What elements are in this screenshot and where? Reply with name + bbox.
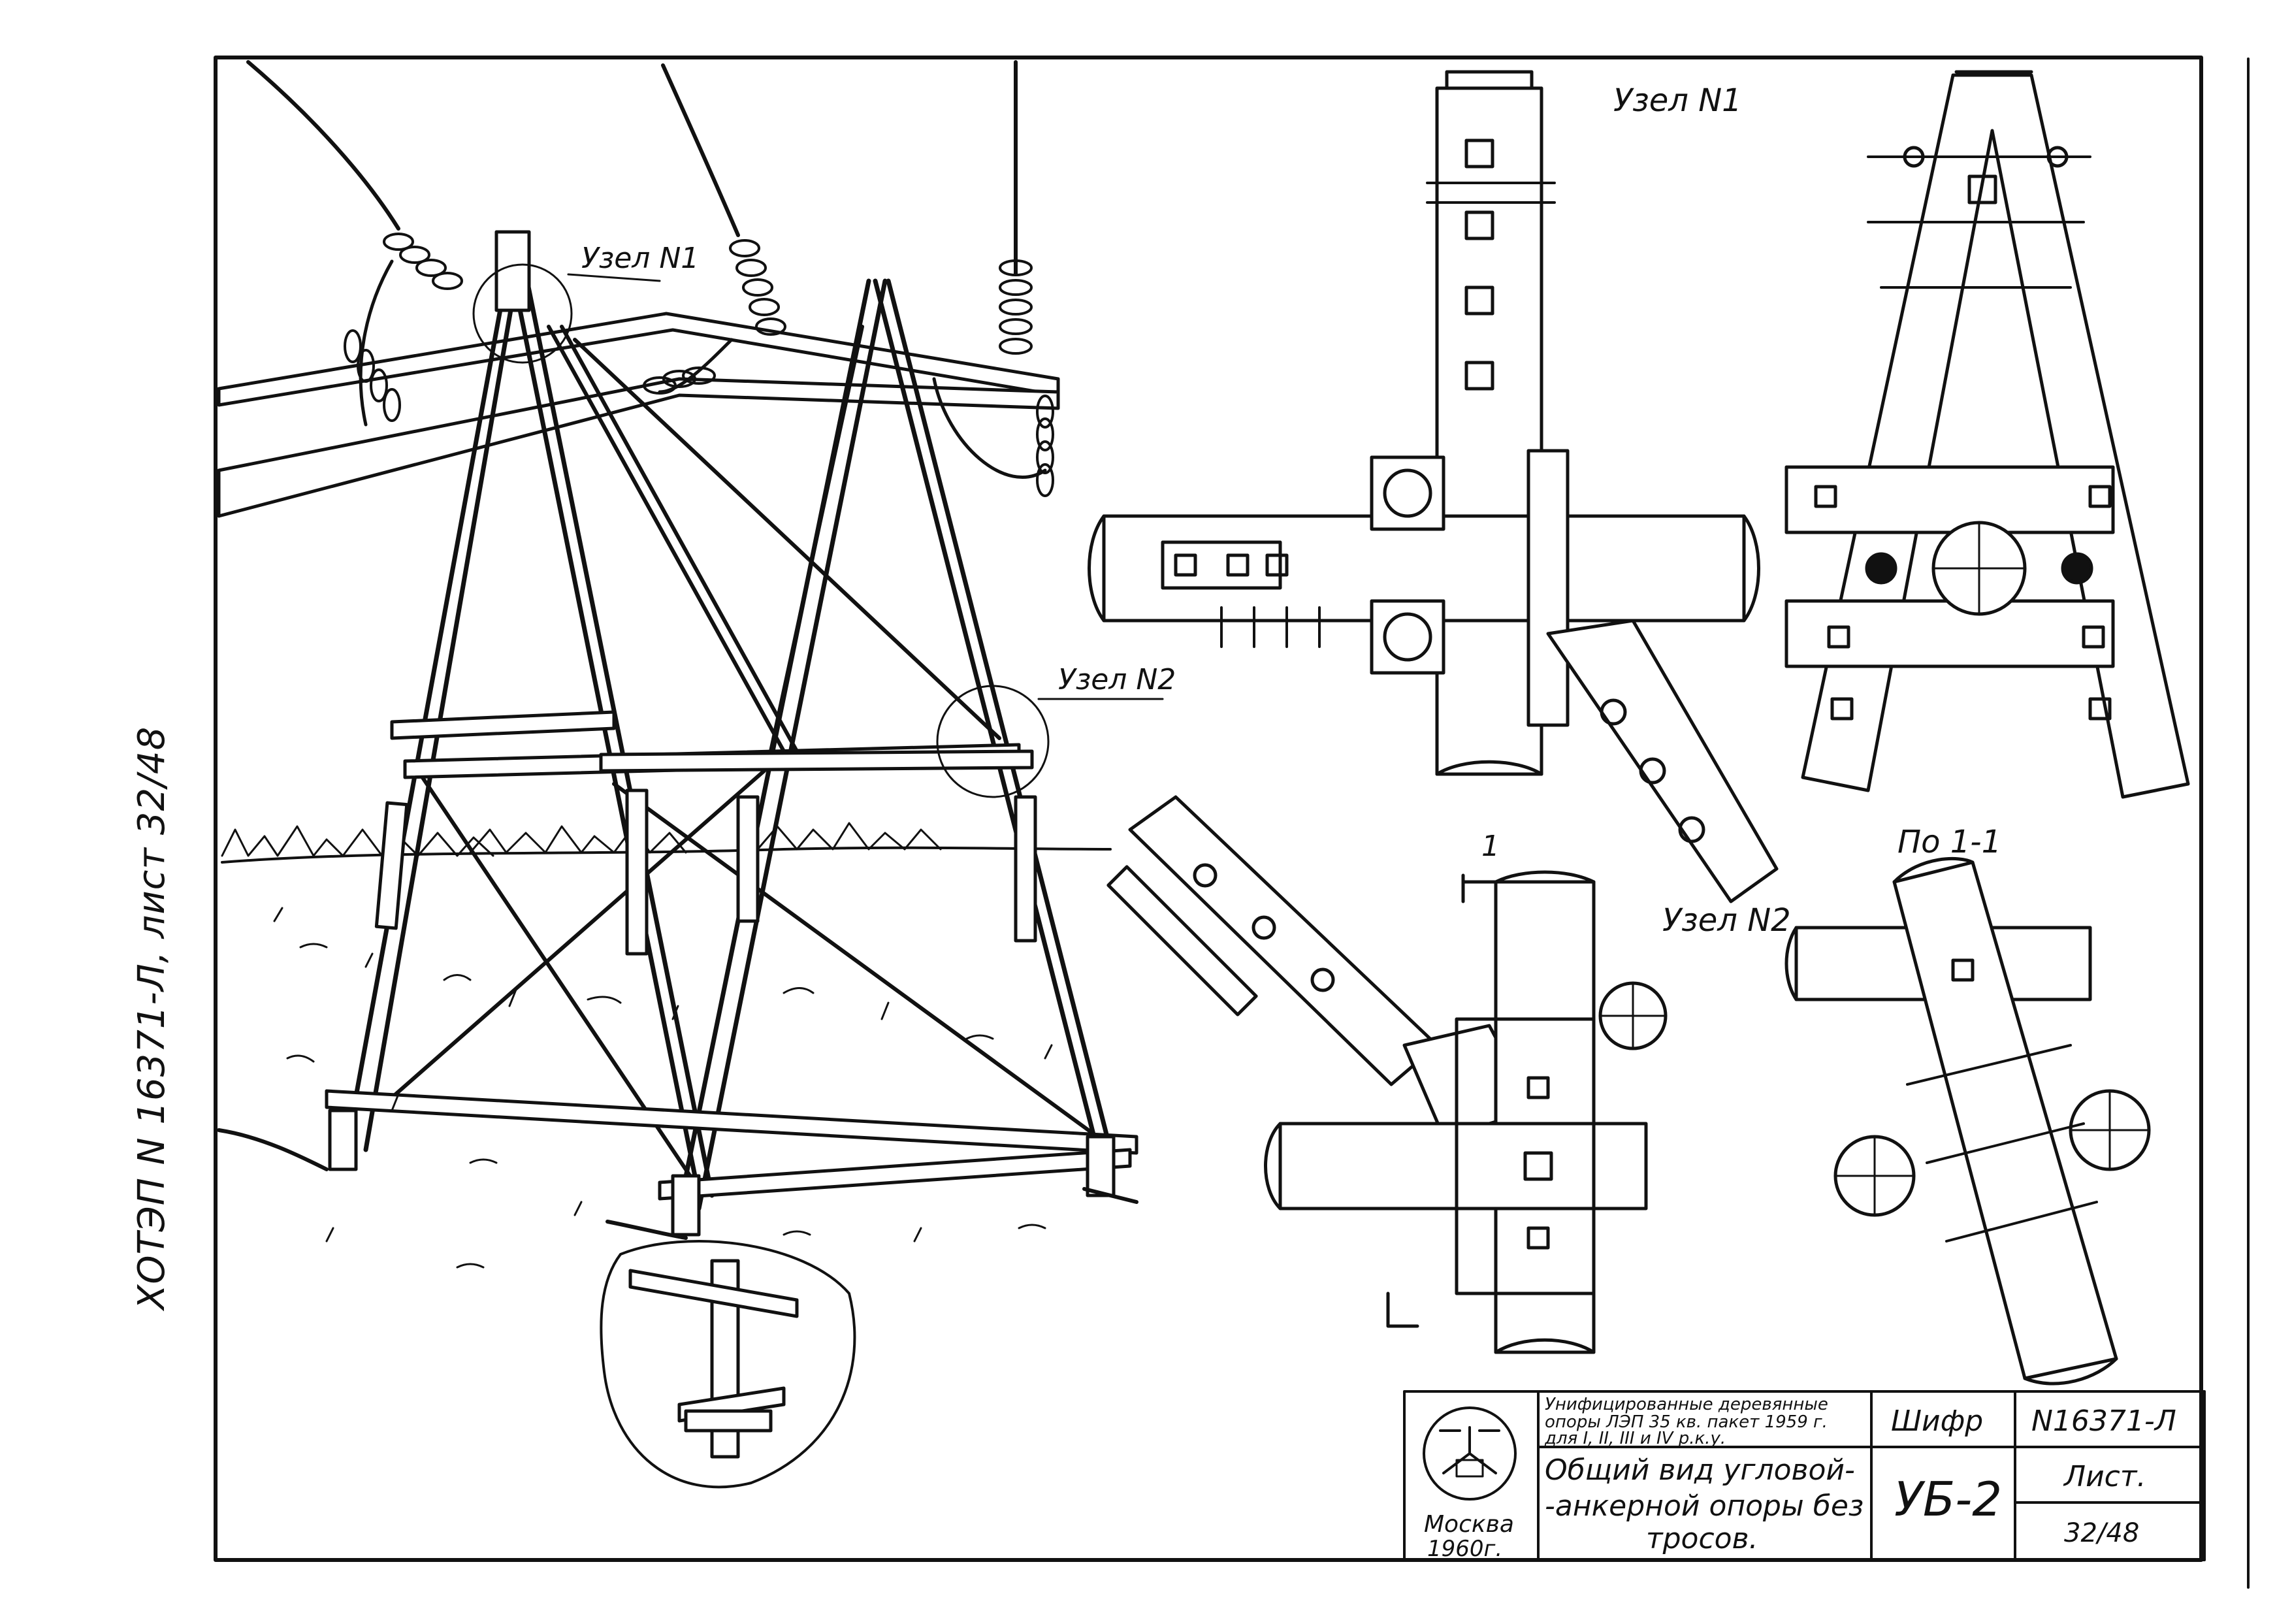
drawing-title-line-2: -анкерной опоры без bbox=[1545, 1489, 1864, 1523]
series-line-2: опоры ЛЭП 35 кв. пакет 1959 г. bbox=[1545, 1412, 1828, 1432]
drawing-title-line-3: тросов. bbox=[1646, 1522, 1758, 1555]
node1-detail-label: Узел N1 bbox=[1613, 82, 1742, 119]
node2-circle-marker bbox=[936, 685, 1050, 798]
drawing-title-line-1: Общий вид угловой- bbox=[1545, 1453, 1855, 1487]
series-line-3: для I, II, III и IV р.к.у. bbox=[1544, 1429, 1726, 1448]
node1-callout-left: Узел N1 bbox=[581, 242, 699, 275]
cipher-value: УБ-2 bbox=[1894, 1472, 2002, 1527]
sheet-value: 32/48 bbox=[2064, 1518, 2139, 1548]
section-1-1-view bbox=[1784, 856, 2151, 1386]
aframe-top-detail bbox=[1784, 70, 2190, 799]
title-block-frame bbox=[1403, 1390, 2206, 1561]
general-view bbox=[217, 60, 1164, 1489]
logo-year: 1960г. bbox=[1427, 1536, 1502, 1562]
sheet-label: Лист. bbox=[2063, 1460, 2146, 1493]
node1-detail-view bbox=[1088, 70, 1779, 903]
logo-city: Москва bbox=[1424, 1511, 1514, 1538]
node2-callout-left: Узел N2 bbox=[1058, 663, 1176, 696]
cipher-label: Шифр bbox=[1891, 1405, 1983, 1438]
side-archive-label: ХОТЭП N 16371-Л, лист 32/48 bbox=[131, 726, 173, 1310]
section-1-1-label: По 1-1 bbox=[1897, 824, 2001, 860]
node1-circle-marker bbox=[472, 263, 573, 364]
section-marker-label: 1 bbox=[1481, 830, 1500, 863]
institute-logo-icon bbox=[1423, 1406, 1517, 1501]
document-number: N16371-Л bbox=[2031, 1405, 2176, 1438]
node2-detail-view bbox=[1106, 795, 1668, 1354]
drawing-frame bbox=[214, 56, 2203, 1562]
node2-detail-label: Узел N2 bbox=[1662, 902, 1791, 939]
series-line-1: Унифицированные деревянные bbox=[1545, 1395, 1828, 1414]
